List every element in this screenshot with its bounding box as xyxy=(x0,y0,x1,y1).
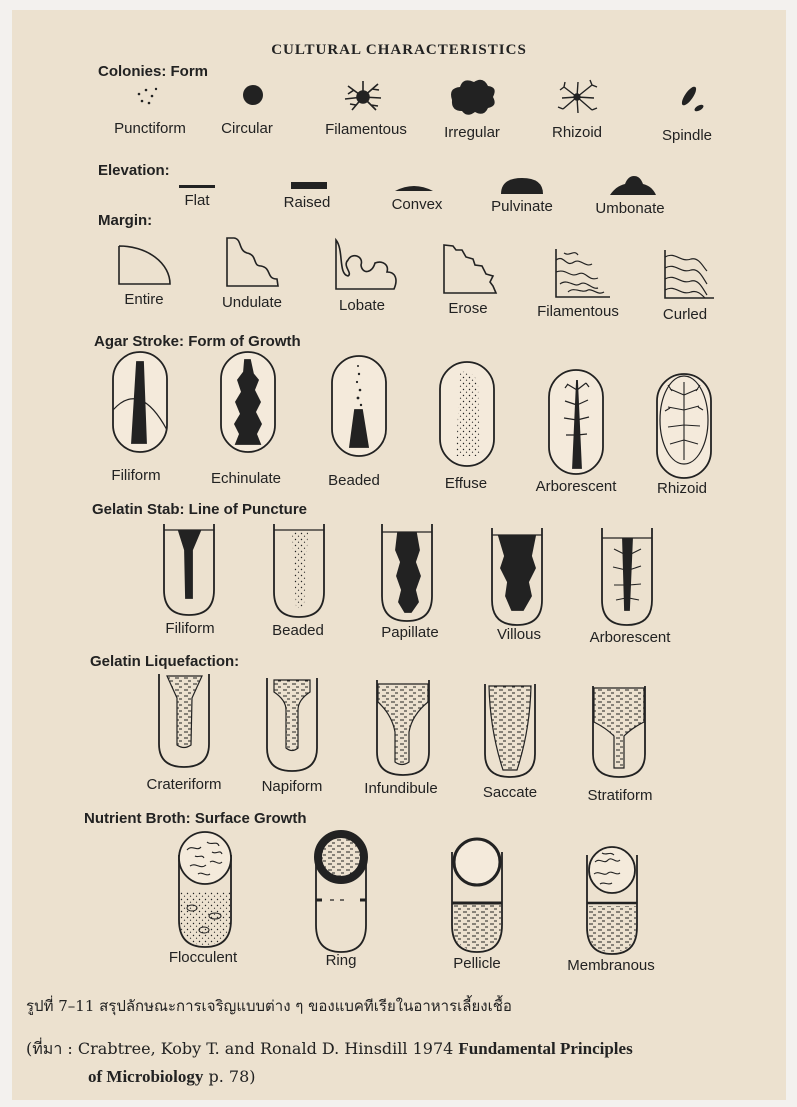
form-punctiform-icon xyxy=(138,88,158,104)
margin-erose-icon xyxy=(444,245,496,293)
stab-label: Beaded xyxy=(272,622,324,639)
agar-beaded-icon xyxy=(332,356,386,456)
elevation-label: Raised xyxy=(284,194,331,211)
form-circular-icon xyxy=(243,85,263,105)
elevation-convex-icon xyxy=(395,186,433,191)
source-year: 1974 xyxy=(413,1039,454,1058)
stab-label: Arborescent xyxy=(590,629,671,646)
liquefaction-saccate-icon xyxy=(485,684,535,777)
form-rhizoid-icon xyxy=(558,80,597,113)
figure-page: CULTURAL CHARACTERISTICS Colonies: Form … xyxy=(12,10,786,1100)
form-filamentous-icon xyxy=(345,81,381,110)
liquefaction-label: Stratiform xyxy=(587,787,652,804)
illustrations xyxy=(12,10,786,1100)
agar-effuse-icon xyxy=(440,362,494,466)
stab-beaded-icon xyxy=(274,524,324,617)
form-label: Spindle xyxy=(662,127,712,144)
margin-curled-icon xyxy=(665,250,714,298)
broth-label: Pellicle xyxy=(453,955,501,972)
broth-flocculent-icon xyxy=(179,832,231,947)
elevation-flat-icon xyxy=(179,185,215,188)
margin-label: Undulate xyxy=(222,294,282,311)
agar-echinulate-icon xyxy=(221,352,275,452)
form-spindle-icon xyxy=(679,85,704,113)
form-label: Filamentous xyxy=(325,121,407,138)
margin-label: Filamentous xyxy=(537,303,619,320)
broth-ring-icon xyxy=(316,834,366,952)
agar-label: Beaded xyxy=(328,472,380,489)
agar-label: Filiform xyxy=(111,467,160,484)
source-line-1: (ที่มา : Crabtree, Koby T. and Ronald D.… xyxy=(26,1037,633,1062)
margin-label: Curled xyxy=(663,306,707,323)
source-book-title: Fundamental Principles xyxy=(458,1039,632,1058)
margin-label: Entire xyxy=(124,291,163,308)
broth-membranous-icon xyxy=(587,847,637,954)
form-label: Punctiform xyxy=(114,120,186,137)
elevation-raised-icon xyxy=(291,182,327,189)
liquefaction-crateriform-icon xyxy=(159,674,209,767)
stab-label: Filiform xyxy=(165,620,214,637)
agar-label: Echinulate xyxy=(211,470,281,487)
liquefaction-napiform-icon xyxy=(267,678,317,771)
source-prefix: (ที่มา : xyxy=(26,1039,73,1058)
broth-label: Flocculent xyxy=(169,949,237,966)
broth-label: Ring xyxy=(326,952,357,969)
liquefaction-label: Infundibule xyxy=(364,780,437,797)
stab-papillate-icon xyxy=(382,524,432,621)
stab-filiform-icon xyxy=(164,524,214,615)
agar-arborescent-icon xyxy=(549,370,603,474)
liquefaction-label: Saccate xyxy=(483,784,537,801)
liquefaction-infundibule-icon xyxy=(377,680,429,775)
stab-villous-icon xyxy=(492,528,542,625)
elevation-label: Flat xyxy=(184,192,209,209)
figure-caption: รูปที่ 7–11 สรุปลักษณะการเจริญแบบต่าง ๆ … xyxy=(26,994,512,1018)
margin-entire-icon xyxy=(119,246,170,284)
agar-label: Arborescent xyxy=(536,478,617,495)
form-label: Circular xyxy=(221,120,273,137)
agar-rhizoid-icon xyxy=(657,374,711,478)
agar-filiform-icon xyxy=(113,352,167,452)
elevation-pulvinate-icon xyxy=(501,178,543,194)
margin-lobate-icon xyxy=(336,240,396,289)
source-page: p. 78) xyxy=(208,1067,255,1086)
liquefaction-label: Crateriform xyxy=(146,776,221,793)
form-label: Rhizoid xyxy=(552,124,602,141)
elevation-label: Umbonate xyxy=(595,200,664,217)
stab-arborescent-icon xyxy=(602,528,652,625)
stab-label: Papillate xyxy=(381,624,439,641)
elevation-umbonate-icon xyxy=(610,176,656,195)
source-book-title-cont: of Microbiology xyxy=(88,1067,203,1086)
broth-label: Membranous xyxy=(567,957,655,974)
agar-label: Rhizoid xyxy=(657,480,707,497)
margin-label: Erose xyxy=(448,300,487,317)
form-label: Irregular xyxy=(444,124,500,141)
liquefaction-stratiform-icon xyxy=(593,686,645,777)
margin-label: Lobate xyxy=(339,297,385,314)
stab-label: Villous xyxy=(497,626,541,643)
elevation-label: Pulvinate xyxy=(491,198,553,215)
liquefaction-label: Napiform xyxy=(262,778,323,795)
margin-filamentous-icon xyxy=(556,249,610,297)
margin-undulate-icon xyxy=(227,238,278,286)
elevation-label: Convex xyxy=(392,196,443,213)
form-irregular-icon xyxy=(451,80,495,115)
agar-label: Effuse xyxy=(445,475,487,492)
broth-pellicle-icon xyxy=(452,839,502,952)
source-line-2: of Microbiology p. 78) xyxy=(88,1067,255,1087)
source-authors: Crabtree, Koby T. and Ronald D. Hinsdill xyxy=(78,1039,408,1058)
